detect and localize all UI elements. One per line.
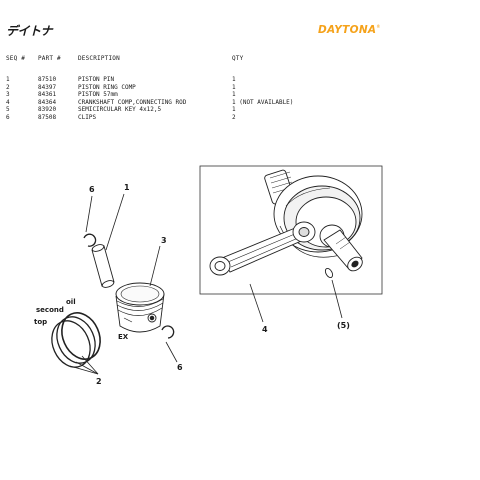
registered-mark: ® (376, 24, 381, 29)
daytona-english-logo: DAYTONA® (318, 24, 381, 36)
cell-seq: 2 (6, 83, 10, 91)
piston-pin (91, 244, 115, 288)
cell-part: 87510 (38, 76, 57, 83)
cell-qty: 1 (NOT AVAILABLE) (232, 98, 294, 106)
cell-seq: 6 (6, 113, 10, 121)
cell-qty: 1 (232, 83, 236, 91)
label-oil-ring: oil (66, 298, 76, 306)
callout-piston-pin: 1 (124, 183, 130, 192)
callout-semicircular-key: (5) (337, 321, 350, 330)
cell-description: CLIPS (78, 113, 97, 121)
cell-seq: 1 (6, 76, 10, 83)
header-part: PART # (38, 55, 61, 62)
callout-crankshaft: 4 (262, 325, 268, 334)
top-ring (51, 320, 91, 368)
leader-lines (69, 193, 343, 375)
cell-description: PISTON PIN (78, 76, 115, 83)
callout-clip-bottom: 6 (177, 363, 183, 372)
clip-top (83, 233, 97, 247)
cell-qty: 1 (232, 106, 236, 113)
crankshaft-right-shaft (319, 224, 363, 272)
cell-part: 84361 (38, 91, 57, 98)
cell-description: PISTON RING COMP (78, 83, 136, 91)
header-description: DESCRIPTION (78, 55, 120, 62)
second-ring (56, 316, 96, 364)
cell-seq: 3 (6, 91, 10, 98)
callout-piston: 3 (161, 236, 167, 245)
cell-qty: 1 (232, 91, 236, 98)
clip-bottom (161, 325, 175, 339)
connecting-rod (209, 221, 316, 276)
crankshaft-inset-frame (199, 165, 383, 295)
cell-part: 83920 (38, 106, 57, 113)
callout-piston-rings: 2 (96, 377, 102, 386)
cell-seq: 4 (6, 98, 10, 106)
cell-part: 84397 (38, 83, 57, 91)
header-seq: SEQ # (6, 55, 26, 62)
daytona-logo-text: DAYTONA (318, 24, 377, 36)
cell-description: CRANKSHAFT COMP,CONNECTING ROD (78, 98, 187, 106)
label-exhaust-mark: EX (118, 333, 129, 341)
cell-description: PISTON 57mm (78, 91, 118, 98)
label-second-ring: second (36, 306, 64, 314)
header-qty: QTY (232, 55, 244, 62)
oil-ring (61, 312, 101, 360)
cell-part: 84364 (38, 98, 57, 106)
cell-qty: 2 (232, 113, 236, 121)
label-top-ring: top (34, 318, 47, 326)
crankshaft-illustration (209, 169, 363, 276)
cell-qty: 1 (232, 76, 236, 83)
cell-seq: 5 (6, 106, 10, 113)
semicircular-key (324, 267, 334, 279)
callout-clip-top: 6 (89, 185, 95, 194)
cell-description: SEMICIRCULAR KEY 4x12,5 (78, 106, 162, 113)
piston-rings (51, 312, 101, 368)
piston (115, 282, 165, 333)
cell-part: 87508 (38, 113, 57, 121)
daytona-japanese-logo: デイトナ (6, 24, 53, 38)
